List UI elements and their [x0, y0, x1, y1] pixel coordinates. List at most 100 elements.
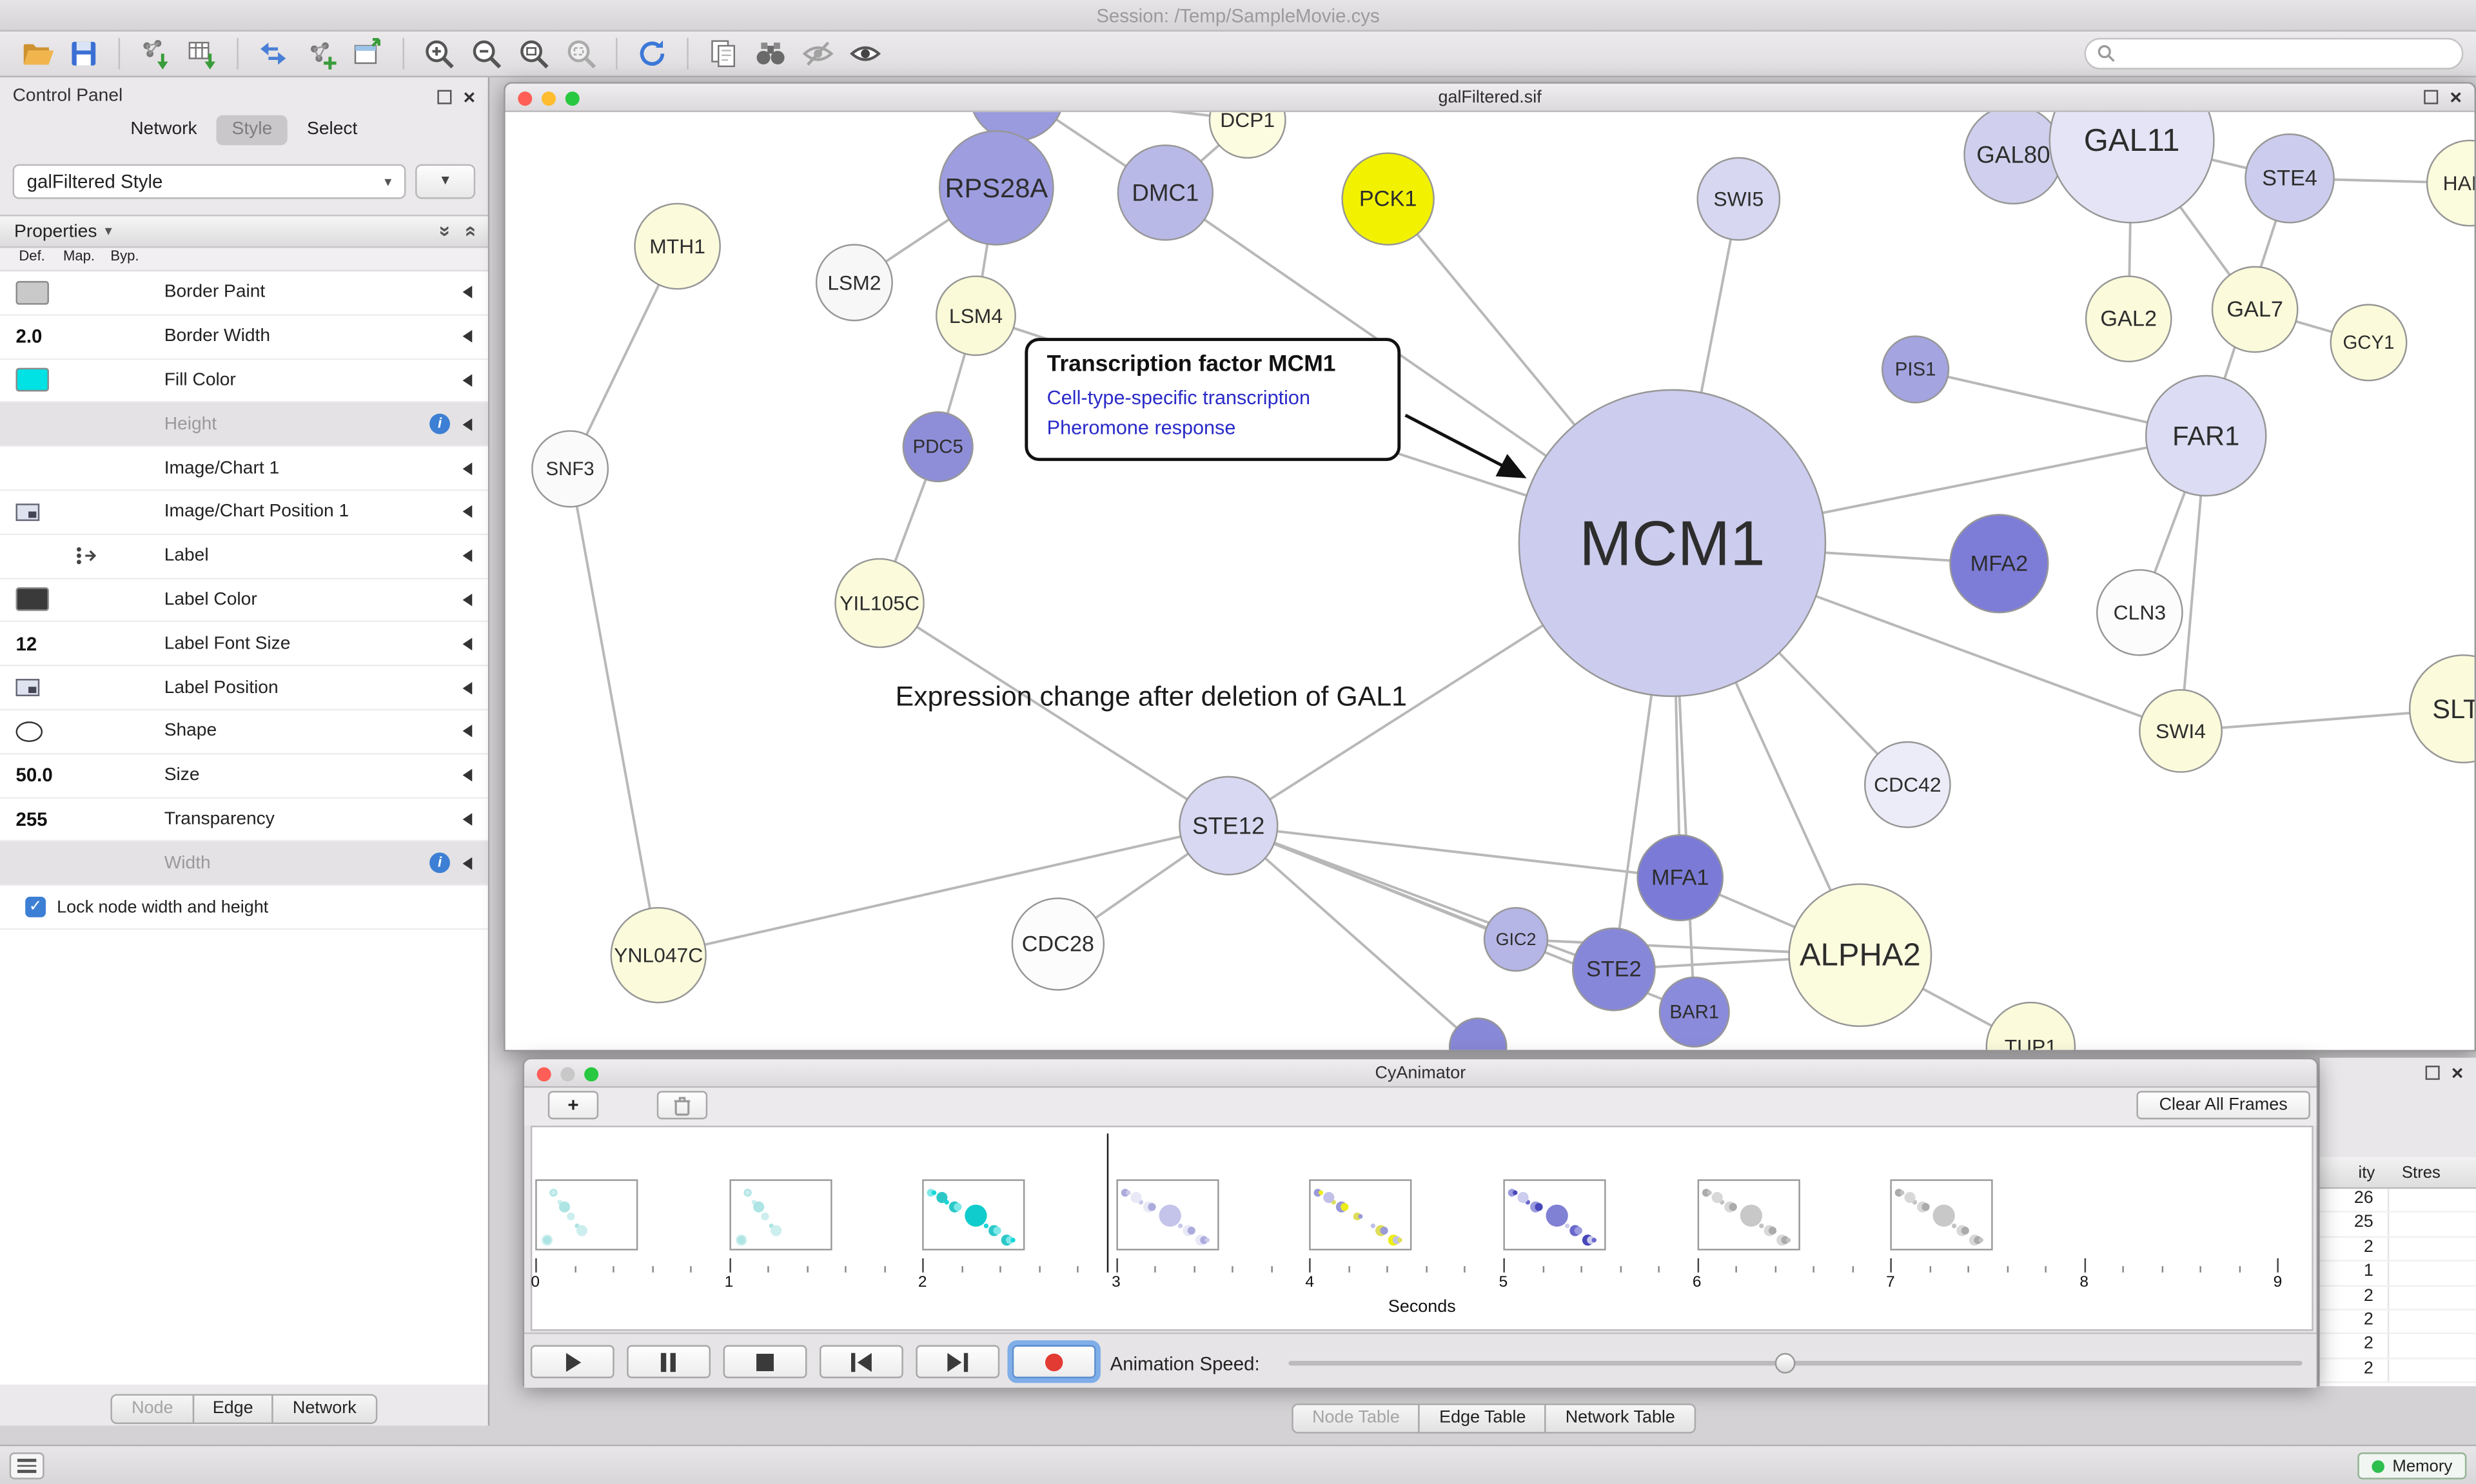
node-far1[interactable]: [2145, 375, 2267, 497]
expand-arrow-icon[interactable]: [462, 286, 473, 299]
add-frame-button[interactable]: +: [547, 1091, 599, 1120]
tab-network[interactable]: Network: [130, 120, 197, 139]
close-panel-icon[interactable]: ×: [463, 84, 476, 108]
float-window-icon[interactable]: [2426, 1066, 2441, 1080]
node-mth1[interactable]: [634, 202, 721, 290]
new-network-icon[interactable]: [297, 33, 344, 74]
results-row[interactable]: 1: [2319, 1262, 2476, 1286]
memory-button[interactable]: Memory: [2357, 1452, 2467, 1479]
expand-arrow-icon[interactable]: [462, 462, 473, 475]
node-slt2[interactable]: [2408, 654, 2475, 764]
node-snf3[interactable]: [531, 430, 609, 508]
results-row[interactable]: 26: [2319, 1189, 2476, 1213]
default-value-cell[interactable]: 255: [15, 808, 48, 831]
neighbors-icon[interactable]: [747, 33, 794, 74]
results-row[interactable]: 2: [2319, 1285, 2476, 1311]
edge-STE12-STE2[interactable]: [1228, 824, 1615, 971]
sync-arrows-icon[interactable]: [250, 33, 297, 74]
node-ste2[interactable]: [1571, 927, 1656, 1011]
play-button[interactable]: [530, 1345, 614, 1378]
tab-network-table[interactable]: Network Table: [1544, 1403, 1696, 1434]
default-value-cell[interactable]: [0, 280, 63, 305]
network-canvas[interactable]: RPS28ADCP1DMC1PCK1SWI5GAL80GAL11STE4HAP4…: [505, 112, 2475, 1050]
expand-arrow-icon[interactable]: [462, 374, 473, 387]
default-value-cell[interactable]: 12: [15, 632, 37, 655]
tab-edge[interactable]: Edge: [192, 1394, 274, 1425]
node-pdc5[interactable]: [902, 411, 974, 483]
node-cdc42[interactable]: [1864, 741, 1951, 828]
node-gal7[interactable]: [2211, 266, 2299, 353]
default-value-cell[interactable]: [0, 588, 63, 612]
node-cln3[interactable]: [2096, 569, 2183, 656]
node-lsm4[interactable]: [936, 275, 1016, 356]
cyanimator-titlebar[interactable]: CyAnimator: [524, 1059, 2317, 1088]
node-hap[interactable]: [2426, 139, 2475, 227]
frame-thumbnail-1[interactable]: [729, 1179, 832, 1251]
property-row-image-chart-1[interactable]: Image/Chart 1: [0, 447, 488, 491]
property-row-label-color[interactable]: Label Color: [0, 578, 488, 623]
minimize-traffic-icon[interactable]: [542, 90, 556, 105]
node-tup1[interactable]: [1985, 1001, 2076, 1050]
property-row-shape[interactable]: Shape: [0, 710, 488, 755]
properties-header[interactable]: Properties ▾ » »: [0, 215, 488, 248]
style-dropdown[interactable]: galFiltered Style ▾: [12, 164, 406, 199]
expand-arrow-icon[interactable]: [462, 505, 473, 519]
property-row-fill-color[interactable]: Fill Color: [0, 359, 488, 404]
default-value-cell[interactable]: [0, 679, 63, 697]
close-panel-icon[interactable]: ×: [2451, 1060, 2464, 1085]
expand-arrow-icon[interactable]: [462, 681, 473, 694]
speed-slider-handle[interactable]: [1774, 1352, 1796, 1373]
results-row[interactable]: 25: [2319, 1213, 2476, 1238]
frame-thumbnail-7[interactable]: [1890, 1179, 1994, 1251]
open-icon[interactable]: [13, 33, 60, 74]
frame-thumbnail-5[interactable]: [1503, 1179, 1606, 1251]
results-row[interactable]: 2: [2319, 1334, 2476, 1359]
property-row-label-position[interactable]: Label Position: [0, 666, 488, 710]
search-input[interactable]: [2123, 44, 2451, 63]
show-all-icon[interactable]: [841, 33, 889, 74]
network-caption[interactable]: Expression change after deletion of GAL1: [895, 680, 1407, 712]
frame-thumbnail-6[interactable]: [1696, 1179, 1800, 1251]
snapshot-icon[interactable]: [700, 33, 747, 74]
frame-thumbnail-3[interactable]: [1115, 1179, 1219, 1251]
node-dmc1[interactable]: [1117, 144, 1214, 241]
node-mcm1[interactable]: [1518, 389, 1827, 698]
float-window-icon[interactable]: [2424, 90, 2439, 104]
node-gal2[interactable]: [2085, 275, 2172, 363]
results-column-ity[interactable]: ity: [2358, 1162, 2375, 1182]
default-value-cell[interactable]: 50.0: [15, 764, 53, 786]
node-gic2[interactable]: [1483, 906, 1549, 972]
zoom-out-icon[interactable]: [463, 33, 510, 74]
frame-thumbnail-4[interactable]: [1310, 1179, 1413, 1251]
annotation-link[interactable]: Cell-type-specific transcription: [1046, 387, 1311, 409]
edge-STE12-YIL105C[interactable]: [879, 601, 1230, 827]
tab-edge-table[interactable]: Edge Table: [1419, 1403, 1547, 1434]
zoom-fit-icon[interactable]: [510, 33, 557, 74]
zoom-selected-icon[interactable]: [557, 33, 604, 74]
collapse-all-icon[interactable]: »: [456, 225, 480, 237]
node-ste12[interactable]: [1179, 776, 1279, 875]
expand-arrow-icon[interactable]: [462, 813, 473, 826]
delete-frame-button[interactable]: [656, 1091, 708, 1120]
expand-arrow-icon[interactable]: [462, 857, 473, 870]
zoom-in-icon[interactable]: [415, 33, 462, 74]
last-button[interactable]: [916, 1345, 1000, 1378]
tab-style[interactable]: Style: [216, 115, 288, 146]
pause-button[interactable]: [627, 1345, 711, 1378]
close-traffic-icon[interactable]: [518, 90, 533, 105]
refresh-icon[interactable]: [629, 33, 676, 74]
console-button[interactable]: [9, 1452, 44, 1479]
results-row[interactable]: 2: [2319, 1310, 2476, 1335]
annotation-link[interactable]: Pheromone response: [1046, 416, 1236, 439]
expand-arrow-icon[interactable]: [462, 549, 473, 563]
edge-SNF3-YNL047C[interactable]: [569, 468, 660, 955]
node-pis1[interactable]: [1881, 335, 1950, 404]
node-alpha2[interactable]: [1788, 883, 1932, 1028]
results-row[interactable]: 2: [2319, 1237, 2476, 1262]
first-button[interactable]: [820, 1345, 903, 1378]
property-row-border-paint[interactable]: Border Paint: [0, 271, 488, 316]
export-window-icon[interactable]: [344, 33, 391, 74]
results-row[interactable]: 2: [2319, 1358, 2476, 1383]
